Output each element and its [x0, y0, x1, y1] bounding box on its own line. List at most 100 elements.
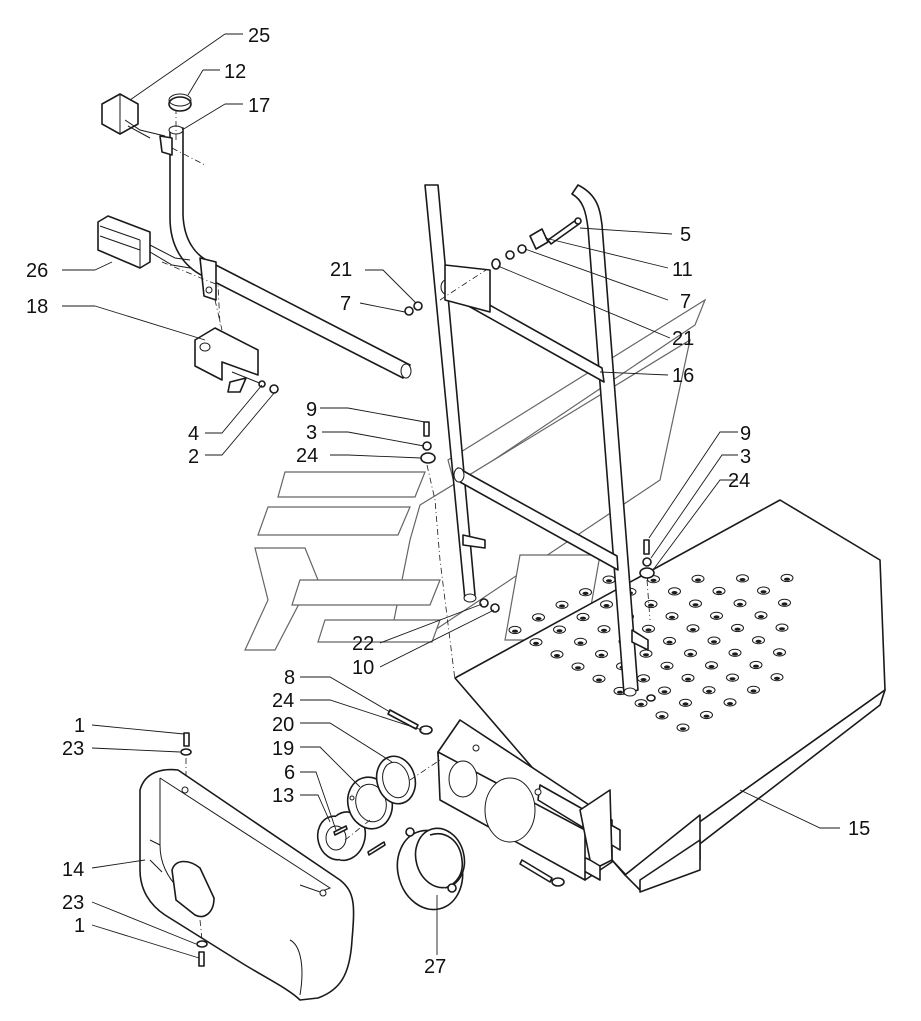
label-7-left: 7: [340, 293, 351, 315]
perforation-dot-shade: [650, 578, 657, 583]
label-3-right: 3: [740, 446, 751, 468]
perforation-dot-shade: [711, 640, 717, 644]
perforation-dot-shade: [776, 652, 783, 656]
perforation-dot-shade: [739, 578, 746, 582]
bracket-18: [194, 327, 279, 394]
label-7-right: 7: [680, 291, 691, 313]
perforation-dot-shade: [695, 578, 701, 582]
perforation-dot-shade: [648, 603, 654, 607]
part-labels: 25 12 17 26 18 4 2 21 7 5 11 7 21 16 9 3…: [26, 25, 870, 978]
label-9-right: 9: [740, 423, 751, 445]
perforation-dot-shade: [664, 665, 670, 669]
perforation-dot-shade: [596, 678, 602, 682]
lamp-tube-17: [168, 125, 412, 379]
label-21-right: 21: [672, 328, 694, 350]
perforation-dot-shade: [706, 689, 712, 694]
perforation-dot-shade: [692, 603, 699, 607]
perforation-dot-shade: [779, 627, 785, 631]
label-6: 6: [284, 762, 295, 784]
headlamp-27: [396, 827, 466, 911]
perforation-dot-shade: [598, 653, 605, 657]
perforation-dot-shade: [716, 590, 722, 594]
label-15: 15: [848, 818, 870, 840]
label-24-mid: 24: [272, 690, 294, 712]
perforation-dot-shade: [687, 652, 694, 657]
perforation-dot-shade: [580, 616, 586, 620]
perforation-dot-shade: [755, 639, 762, 644]
label-3-left: 3: [306, 422, 317, 444]
label-13: 13: [272, 785, 294, 807]
perforation-dot-shade: [703, 714, 710, 718]
label-12: 12: [224, 61, 246, 83]
ladder-16: [424, 184, 649, 697]
leader-lines: [62, 33, 840, 959]
label-17: 17: [248, 95, 270, 117]
perforation-dot-shade: [659, 715, 665, 719]
perforation-dot-shade: [606, 579, 612, 583]
perforation-dot-shade: [774, 676, 780, 681]
perforation-dot-shade: [603, 604, 610, 608]
fasteners: [180, 217, 656, 967]
perforation-dot-shade: [575, 666, 581, 670]
cap-12: [168, 93, 192, 112]
perforation-dot-shade: [559, 604, 565, 608]
side-lamp-25: [101, 93, 173, 156]
label-19: 19: [272, 738, 294, 760]
perforation-dot-shade: [685, 677, 691, 681]
rear-lamp-26: [97, 215, 191, 269]
perforation-dot-shade: [643, 653, 649, 657]
perforation-dot-shade: [512, 629, 518, 633]
perforation-dot-shade: [753, 664, 759, 668]
perforation-dot-shade: [617, 690, 623, 694]
perforation-dot-shade: [781, 602, 788, 606]
perforation-dot-shade: [666, 640, 673, 644]
perforation-dot-shade: [760, 590, 767, 594]
perforation-dot-shade: [758, 615, 764, 619]
step-platform-15: [437, 499, 886, 893]
label-9-left: 9: [306, 399, 317, 421]
perforation-dot-shade: [535, 617, 542, 621]
label-14: 14: [62, 859, 84, 881]
label-16: 16: [672, 365, 694, 387]
label-1-bottom: 1: [74, 915, 85, 937]
label-18: 18: [26, 296, 48, 318]
perforation-dot-shade: [750, 689, 757, 693]
label-23-top: 23: [62, 738, 84, 760]
perforation-dot-shade: [638, 702, 644, 707]
perforation-dot-shade: [533, 641, 539, 646]
perforation-dot-shade: [671, 591, 678, 595]
label-24-left: 24: [296, 445, 318, 467]
label-25: 25: [248, 25, 270, 47]
label-26: 26: [26, 260, 48, 282]
label-24-right: 24: [728, 470, 750, 492]
assembly-axes: [161, 110, 651, 941]
perforation-dot-shade: [661, 690, 668, 694]
perforation-dot-shade: [713, 615, 720, 619]
perforation-dot-shade: [582, 591, 589, 596]
label-11: 11: [672, 259, 693, 281]
gasket-20: [375, 755, 417, 805]
label-4: 4: [188, 423, 199, 445]
perforation-dot-shade: [734, 627, 741, 631]
label-22: 22: [352, 633, 374, 655]
label-27: 27: [424, 956, 446, 978]
perforation-dot-shade: [645, 628, 652, 632]
label-5: 5: [680, 224, 691, 246]
perforation-dot-shade: [727, 702, 733, 706]
perforation-dot-shade: [640, 678, 647, 682]
perforation-dot-shade: [669, 615, 675, 620]
perforation-dot-shade: [577, 641, 584, 645]
label-1-top: 1: [74, 715, 85, 737]
front-cover-14: [139, 768, 355, 1001]
perforation-dot-shade: [682, 702, 689, 706]
perforation-dot-shade: [708, 665, 715, 669]
label-20: 20: [272, 714, 294, 736]
perforation-dot-shade: [784, 577, 790, 581]
perforation-dot-shade: [690, 628, 696, 632]
perforation-dot-shade: [737, 602, 743, 607]
label-23-bottom: 23: [62, 892, 84, 914]
perforation-dot-shade: [556, 629, 563, 633]
perforation-dot-shade: [729, 677, 736, 681]
